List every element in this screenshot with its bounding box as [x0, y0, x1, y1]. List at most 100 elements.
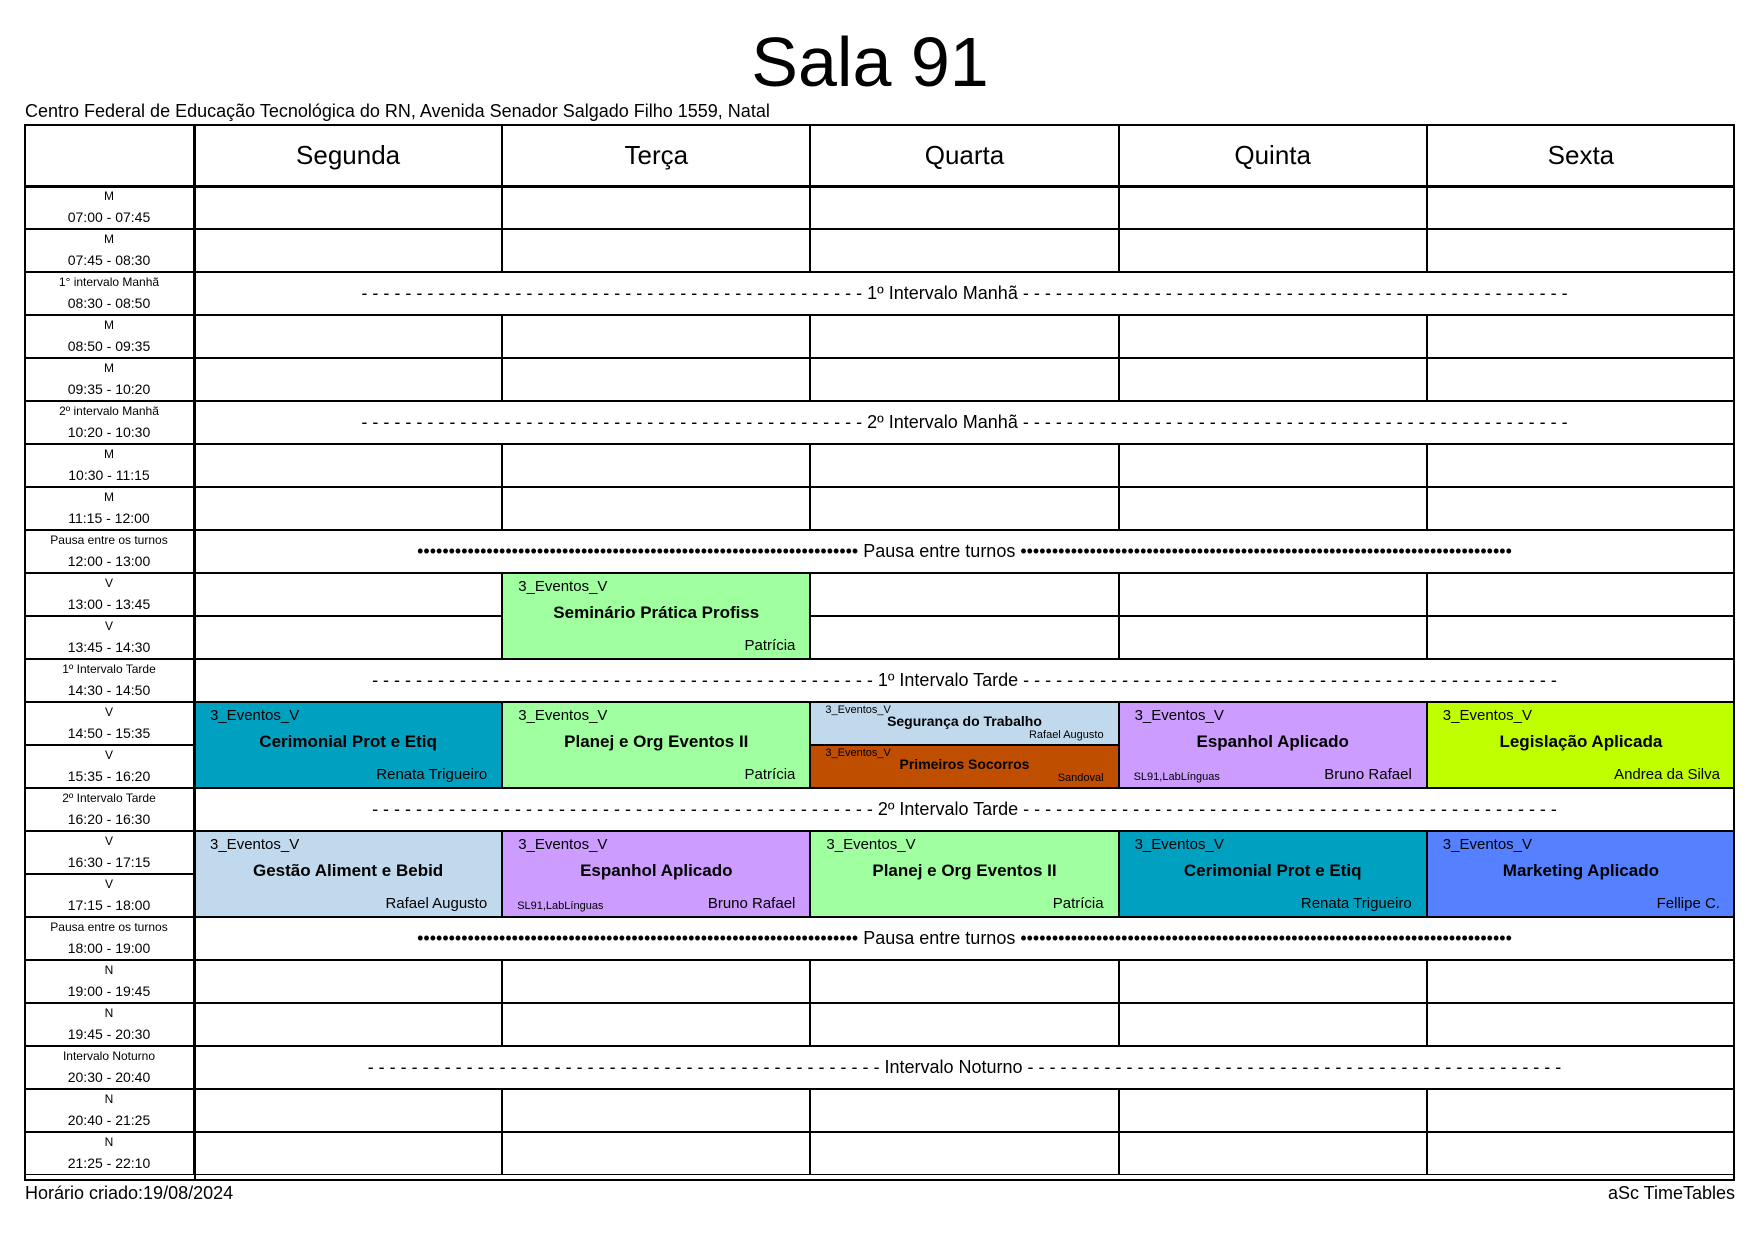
empty-slot[interactable]	[1426, 616, 1735, 659]
day-header: Terça	[502, 124, 811, 186]
period-name: V	[104, 877, 113, 891]
empty-slot[interactable]	[194, 444, 503, 487]
empty-slot[interactable]	[810, 960, 1119, 1003]
lesson-class: 3_Eventos_V	[1442, 707, 1533, 724]
period-name: Pausa entre os turnos	[50, 920, 168, 934]
empty-slot[interactable]	[1118, 616, 1427, 659]
empty-slot[interactable]	[502, 315, 811, 358]
empty-slot[interactable]	[194, 616, 503, 659]
empty-slot[interactable]	[194, 1003, 503, 1046]
empty-slot[interactable]	[1118, 487, 1427, 530]
empty-slot[interactable]	[194, 1132, 503, 1175]
empty-slot[interactable]	[810, 229, 1119, 272]
empty-slot[interactable]	[1118, 1003, 1427, 1046]
empty-slot[interactable]	[810, 1132, 1119, 1175]
empty-slot[interactable]	[1426, 186, 1735, 229]
period-name: V	[104, 834, 113, 848]
empty-slot[interactable]	[502, 1003, 811, 1046]
empty-slot[interactable]	[1426, 229, 1735, 272]
lesson-teacher: Bruno Rafael	[707, 895, 796, 912]
empty-slot[interactable]	[502, 444, 811, 487]
period-time: 14:30 - 14:50	[67, 682, 151, 698]
empty-slot[interactable]	[194, 315, 503, 358]
empty-slot[interactable]	[1426, 358, 1735, 401]
period-time: 21:25 - 22:10	[67, 1155, 151, 1171]
day-header: Quinta	[1118, 124, 1427, 186]
lesson-subject: Planej e Org Eventos II	[564, 732, 749, 751]
period-name: 1º Intervalo Tarde	[62, 662, 156, 676]
lesson-subject: Espanhol Aplicado	[580, 861, 733, 880]
empty-slot[interactable]	[1118, 1132, 1427, 1175]
empty-slot[interactable]	[1118, 960, 1427, 1003]
period-time: 10:30 - 11:15	[68, 467, 150, 483]
empty-slot[interactable]	[502, 1132, 811, 1175]
empty-slot[interactable]	[810, 1003, 1119, 1046]
empty-slot[interactable]	[1426, 444, 1735, 487]
period-time: 08:50 - 09:35	[67, 338, 151, 354]
empty-slot[interactable]	[810, 315, 1119, 358]
empty-slot[interactable]	[1118, 186, 1427, 229]
period-time: 07:45 - 08:30	[67, 252, 151, 268]
empty-slot[interactable]	[1118, 573, 1427, 616]
lesson-class: 3_Eventos_V	[518, 707, 608, 724]
empty-slot[interactable]	[194, 186, 503, 229]
lesson-class: 3_Eventos_V	[210, 707, 300, 724]
empty-slot[interactable]	[502, 960, 811, 1003]
period-name: V	[104, 705, 113, 719]
empty-slot[interactable]	[194, 358, 503, 401]
empty-slot[interactable]	[1426, 573, 1735, 616]
empty-slot[interactable]	[1118, 444, 1427, 487]
empty-slot[interactable]	[810, 444, 1119, 487]
empty-slot[interactable]	[810, 1089, 1119, 1132]
empty-slot[interactable]	[810, 487, 1119, 530]
empty-slot[interactable]	[1426, 1003, 1735, 1046]
empty-slot[interactable]	[502, 487, 811, 530]
period-label: V 17:15 - 18:00	[24, 874, 194, 917]
empty-slot[interactable]	[1426, 487, 1735, 530]
period-time: 17:15 - 18:00	[67, 897, 151, 913]
period-time: 20:30 - 20:40	[67, 1069, 151, 1085]
empty-slot[interactable]	[502, 1089, 811, 1132]
empty-slot[interactable]	[194, 960, 503, 1003]
empty-slot[interactable]	[502, 229, 811, 272]
empty-slot[interactable]	[194, 573, 503, 616]
empty-slot[interactable]	[1426, 315, 1735, 358]
empty-slot[interactable]	[810, 186, 1119, 229]
empty-slot[interactable]	[502, 186, 811, 229]
empty-slot[interactable]	[502, 358, 811, 401]
empty-slot[interactable]	[1118, 229, 1427, 272]
empty-slot[interactable]	[1118, 315, 1427, 358]
empty-slot[interactable]	[1118, 358, 1427, 401]
empty-slot[interactable]	[194, 1089, 503, 1132]
empty-slot[interactable]	[1426, 1132, 1735, 1175]
empty-slot[interactable]	[1426, 960, 1735, 1003]
empty-slot[interactable]	[1426, 1089, 1735, 1132]
empty-slot[interactable]	[810, 616, 1119, 659]
lesson-subject: Gestão Aliment e Bebid	[253, 861, 444, 880]
empty-slot[interactable]	[1118, 1089, 1427, 1132]
period-name: Pausa entre os turnos	[50, 533, 168, 547]
empty-slot[interactable]	[194, 229, 503, 272]
empty-slot[interactable]	[194, 487, 503, 530]
empty-slot[interactable]	[810, 573, 1119, 616]
lesson-class: 3_Eventos_V	[1442, 836, 1533, 853]
empty-slot[interactable]	[810, 358, 1119, 401]
page-title: Sala 91	[751, 23, 989, 101]
